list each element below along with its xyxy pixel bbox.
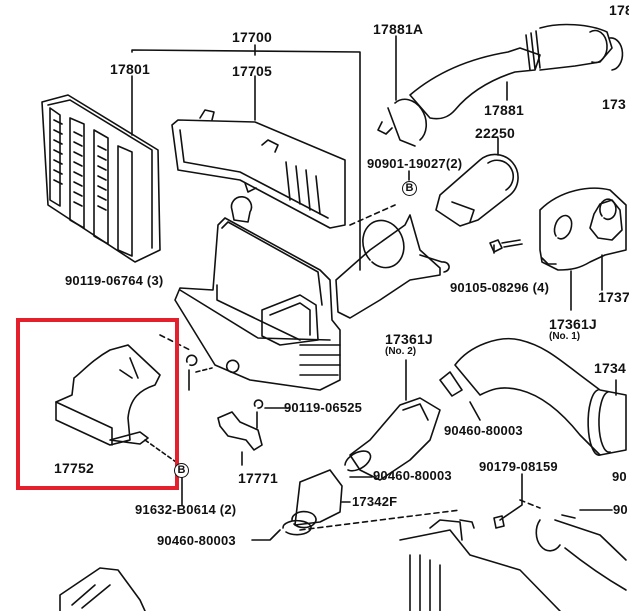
label-17752: 17752 [54,460,94,476]
label-90460-80003-a: 90460-80003 [444,423,523,438]
label-22250: 22250 [475,125,515,141]
lower-duct [59,567,146,611]
air-cleaner-cap [171,109,346,229]
label-90460-80003-c: 90460-80003 [157,533,236,548]
marker-b-lower: B [174,463,189,478]
label-cutoff-1734: 1734 [594,360,626,376]
label-cutoff-178: 178 [609,2,629,18]
label-90901-19027: 90901-19027(2) [367,156,463,171]
label-cutoff-1737: 1737 [598,289,629,305]
label-17361J-no1: 17361J [549,316,597,332]
nut-90179 [493,515,505,529]
air-hose-no2 [439,338,627,456]
guide-dashes [159,204,541,531]
hose-clamp-right [535,514,627,591]
label-17705: 17705 [232,63,272,79]
label-cutoff-90a: 90 [612,469,627,484]
highlight-box-17752 [16,318,179,490]
label-90119-06764: 90119-06764 (3) [65,273,164,288]
intake-connector [335,214,450,319]
label-90179-08159: 90179-08159 [479,459,558,474]
airflow-meter [435,153,519,227]
label-17801: 17801 [110,61,150,77]
label-17361J-no2: 17361J [385,331,433,347]
label-17700: 17700 [232,29,272,45]
bolt-90105 [489,239,523,253]
air-duct-17752 [55,344,177,463]
label-90119-06525: 90119-06525 [284,400,363,415]
air-cleaner-case [174,196,341,391]
label-91632-b0614: 91632-B0614 (2) [135,502,237,517]
label-17361J-no1-sub: (No. 1) [549,331,581,342]
intake-hose-17342F [282,397,441,536]
marker-b-upper: B [402,181,417,196]
label-17342F: 17342F [352,494,398,509]
label-17881: 17881 [484,102,524,118]
label-17881A: 17881A [373,21,424,37]
bracket-17771 [185,354,264,451]
intercooler [399,519,561,611]
label-cutoff-90b: 90 [613,502,628,517]
air-hose-17881 [377,23,624,147]
air-elbow-no1 [539,187,627,271]
air-filter-element [41,94,161,263]
label-cutoff-173: 173 [602,96,626,112]
label-90105-08296: 90105-08296 (4) [450,280,550,295]
label-17361J-no2-sub: (No. 2) [385,346,417,357]
label-90460-80003-b: 90460-80003 [373,468,452,483]
label-17771: 17771 [238,470,278,486]
